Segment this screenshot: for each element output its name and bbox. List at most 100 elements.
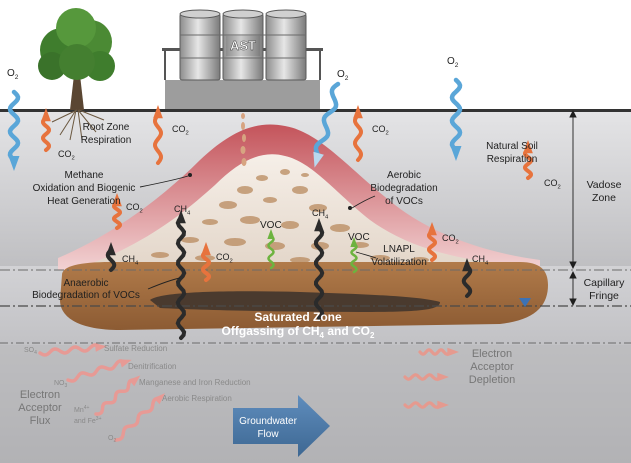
o2-arrow-right-head [450,146,462,161]
o2-label: O2 [7,68,19,81]
voc-arrow-right-head [350,237,358,247]
o2-arrow-left-head [8,156,20,171]
leak-drips [240,113,247,166]
o2-arrow-diagonal-head [313,151,324,168]
co2-arrow-root [40,116,52,152]
lnapl-label: LNAPL [383,244,415,255]
ground-surface [0,109,631,112]
aerobic-respiration-label: Aerobic Respiration [162,394,232,403]
mn-label: Mn4+ [74,405,90,414]
methane-label: Heat Generation [47,196,120,207]
zone-brackets [569,109,577,307]
acceptor-flux-arrow-head [128,375,141,387]
depletion-arrow-head [437,372,449,382]
vadose-zone-label: Vadose [587,179,622,191]
o2-arrow-left [7,89,21,163]
o2-label: O2 [447,56,459,69]
root-zone-label: Root Zone [83,122,130,133]
aerobic-label: Aerobic [387,170,421,181]
root-zone-label: Respiration [81,135,132,146]
leader-dot [348,206,352,210]
flux-label: Acceptor [18,402,62,414]
ch4-arrow-left-head [106,242,116,256]
co2-arrow-root-head [41,108,51,122]
water-table-marker [519,298,531,307]
ch4-arrow-center [313,226,325,320]
depletion-arrow-head [447,347,459,357]
acceptor-flux-arrow-head [119,359,132,368]
offgassing-label: Offgassing of CH4 and CO2 [222,324,375,340]
groundwater-flow-label: Groundwater [239,416,297,427]
co2-label: CO2 [544,178,561,191]
depletion-arrow [403,401,442,409]
co2-arrow-soil-head [523,140,533,154]
co2-arrow-tank-right [352,113,364,162]
co2-label: CO2 [216,252,233,265]
leader-lines [139,175,377,290]
electron-acceptor-labels: Electron Acceptor Flux Electron Acceptor… [18,348,515,427]
co2-arrow-tank-left-head [153,105,163,119]
natural-soil-label: Natural Soil [486,141,538,152]
methane-label: Methane [65,170,104,181]
anaerobic-label: Anaerobic [63,278,108,289]
leader-dot [188,173,192,177]
acceptor-flux-arrow [66,359,127,383]
groundwater-flow-label: Flow [257,429,279,440]
lnapl-core [150,291,440,312]
voc-label: VOC [348,232,370,243]
flux-label: Flux [30,415,51,427]
co2-label: CO2 [126,202,143,215]
ch4-arrow-main [175,218,187,340]
co2-arrow-anaerobic [200,250,212,282]
voc-arrow-right [350,242,358,274]
ch4-arrow-right [461,266,473,298]
acceptor-flux-arrow [94,378,137,416]
co2-arrow-methane [111,201,123,230]
tree [38,8,115,141]
co2-label: CO2 [58,149,75,162]
vadose-zone-label: Zone [592,192,616,204]
co2-arrow-methane-head [112,193,122,207]
depletion-label: Depletion [469,374,515,386]
ch4-label: CH4 [472,254,489,267]
co2-label: CO2 [372,124,389,137]
ch4-label: CH4 [312,208,329,221]
depletion-arrow [418,348,452,356]
acceptor-flux-arrow-head [153,393,166,405]
lnapl-label: Volatilization [371,257,427,268]
co2-label: CO2 [442,233,459,246]
co2-arrow-aerobic [426,230,438,262]
manganese-iron-label: Manganese and Iron Reduction [139,378,251,387]
lnapl-blobs [151,169,429,263]
voc-arrow-left [267,234,275,270]
depletion-label: Acceptor [470,361,514,373]
co2-label: CO2 [172,124,189,137]
anaerobic-label: Biodegradation of VOCs [32,290,140,301]
tank-label: AST [230,38,256,53]
co2-arrow-aerobic-head [427,222,437,236]
o2-label: O2 [337,69,349,82]
process-labels: Root Zone Respiration Natural Soil Respi… [32,122,538,301]
o2-arrow-diagonal [313,81,341,158]
depletion-arrow-head [437,400,449,410]
aerobic-label: Biodegradation [370,183,437,194]
capillary-fringe-label: Fringe [589,290,619,302]
groundwater-flow-arrow [233,395,330,457]
ch4-arrow-right-head [462,258,472,272]
acceptor-flux-arrow [114,396,162,442]
lower-aquifer [0,345,631,463]
acceptor-flux-arrow-head [94,343,107,352]
methane-label: Oxidation and Biogenic [33,183,136,194]
so4-label: SO4 [24,347,37,356]
co2-arrow-tank-right-head [353,105,363,119]
saturated-zone-label: Saturated Zone [254,310,342,324]
o2-arrow-right [449,77,463,153]
sulfate-reduction-label: Sulfate Reduction [104,344,167,353]
co2-arrow-tank-left [152,113,164,165]
ch4-label: CH4 [174,204,191,217]
depletion-arrow [403,373,442,381]
tank-structure [162,9,323,109]
denitrification-label: Denitrification [128,362,176,371]
